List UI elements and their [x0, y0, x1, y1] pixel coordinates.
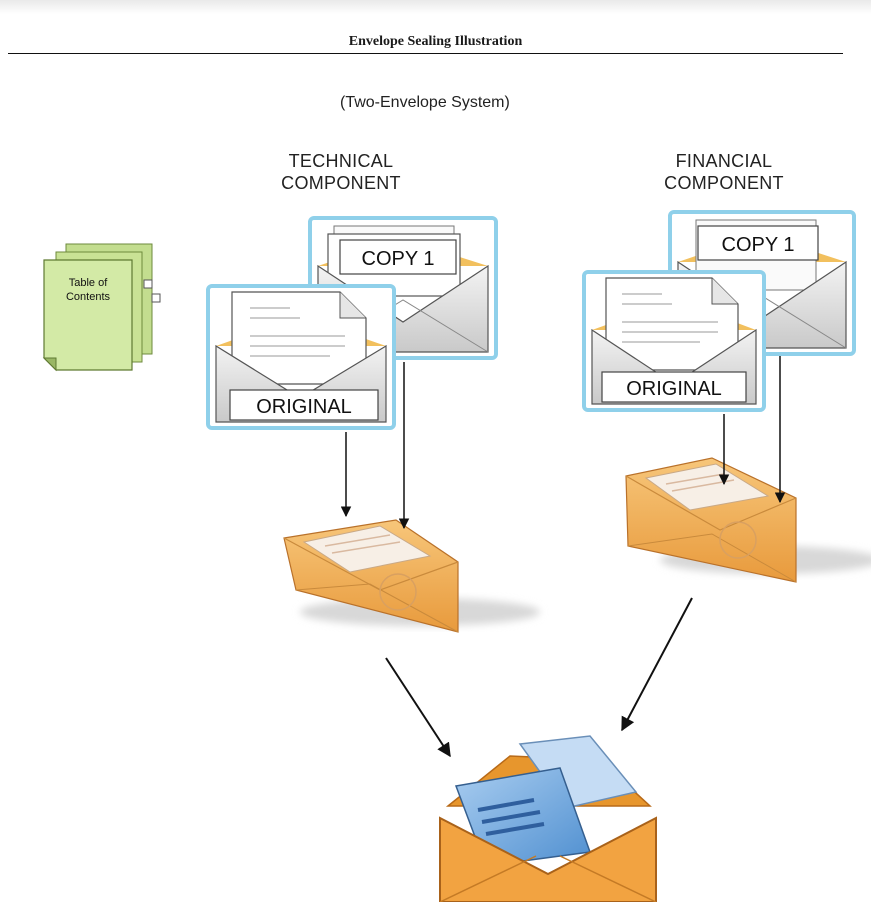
technical-copy-label: COPY 1 — [362, 248, 435, 270]
arrow-fin-sealed-to-final — [621, 597, 693, 732]
flow-arrows — [340, 356, 786, 758]
financial-component-heading: FINANCIAL COMPONENT — [624, 150, 824, 194]
financial-original-envelope: ORIGINAL — [582, 270, 766, 412]
toc-label-line2: Contents — [66, 291, 111, 303]
table-of-contents-icon: Table of Contents — [42, 243, 161, 372]
technical-original-envelope: ORIGINAL — [206, 284, 396, 430]
final-outer-envelope — [439, 735, 657, 902]
title-underline — [8, 53, 843, 54]
financial-original-label: ORIGINAL — [626, 378, 722, 400]
technical-original-label: ORIGINAL — [256, 396, 352, 418]
financial-sealed-envelope — [625, 457, 871, 583]
technical-component-heading: TECHNICAL COMPONENT — [246, 150, 436, 194]
technical-heading-line1: TECHNICAL — [288, 151, 394, 171]
page-title: Envelope Sealing Illustration — [348, 34, 523, 49]
diagram-subtitle: (Two-Envelope System) — [340, 94, 510, 111]
top-shade-band — [0, 0, 871, 14]
financial-heading-line2: COMPONENT — [664, 173, 784, 193]
technical-heading-line2: COMPONENT — [281, 173, 401, 193]
financial-heading-line1: FINANCIAL — [675, 151, 773, 171]
financial-copy-label: COPY 1 — [722, 234, 795, 256]
technical-sealed-envelope — [283, 519, 540, 633]
arrow-tech-sealed-to-final — [385, 657, 451, 758]
toc-label-line1: Table of — [69, 277, 108, 289]
